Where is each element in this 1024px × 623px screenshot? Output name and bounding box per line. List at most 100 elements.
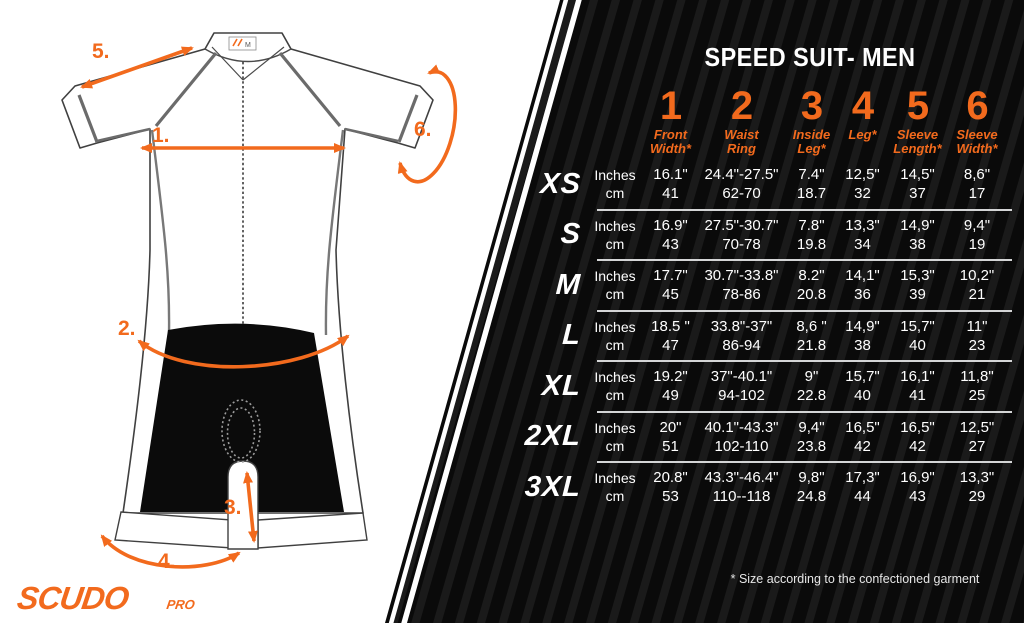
cm-value: 78-86 [722,286,761,304]
shorts-panel [140,323,344,512]
measurement-cell-sleeve-length: 14,5" 37 [891,165,944,203]
column-number: 2 [730,84,753,128]
cm-value: 102-110 [714,437,769,455]
arrow-label-5: 5. [92,40,110,63]
cm-unit-label: cm [605,437,625,454]
measurement-cell-waist-ring: 40.1"-43.3" 102-110 [694,418,789,456]
brand-name: SCUDO [15,580,132,616]
measurement-cell-sleeve-length: 15,3" 39 [891,266,944,304]
pad-outline-inner [226,407,256,459]
table-row: L Inches cm 18.5 " 47 33.8"-37" 86-94 8,… [518,311,1012,362]
inches-value: 11" [966,317,988,335]
cm-value: 86-94 [722,336,761,354]
inches-value: 9,8" [798,469,825,487]
measurement-cell-front-width: 18.5 " 47 [647,317,694,355]
inches-value: 37"-40.1" [710,368,773,386]
measurement-cell-leg: 13,3" 34 [834,216,891,254]
measurement-cell-sleeve-width: 8,6" 17 [944,165,1010,203]
inches-value: 12,5" [845,166,880,184]
inches-value: 24.4"-27.5" [704,166,779,184]
panel-polygon [385,0,1024,623]
size-label: 3XL [524,470,582,503]
arrow-label-4: 4. [158,550,176,573]
cm-value: 23.8 [796,437,827,455]
measurement-cell-waist-ring: 30.7"-33.8" 78-86 [694,266,789,304]
cm-value: 40 [854,387,871,405]
raglan-seams [154,51,342,128]
measurement-cell-waist-ring: 43.3"-46.4" 110--118 [694,468,789,506]
size-table: XS Inches cm 16.1" 41 24.4"-27.5" 62-70 … [518,159,1012,513]
cm-value: 41 [909,387,926,405]
inches-unit-label: Inches [594,318,636,335]
inches-value: 14,9" [845,317,880,335]
inches-value: 18.5 " [651,317,690,335]
inches-value: 13,3" [959,469,995,487]
column-label: Sleeve Width* [956,127,998,156]
cm-value: 94-102 [718,387,765,405]
column-label: Leg* [848,127,877,142]
cm-value: 43 [662,235,679,253]
cm-value: 42 [854,437,871,455]
arrow-label-3: 3. [224,496,242,519]
right-hem-band [257,512,368,549]
measurement-cell-waist-ring: 37"-40.1" 94-102 [694,367,789,405]
tag-size-label: M [245,42,251,49]
inches-value: 27.5"-30.7" [704,216,779,234]
measurement-cell-sleeve-width: 9,4" 19 [944,216,1010,254]
cm-value: 18.7 [796,185,827,203]
edge-stripe-1 [388,0,569,623]
column-header-3: 3 Inside Leg* [789,86,834,155]
measurement-cell-front-width: 17.7" 45 [647,266,694,304]
column-label: Front Width* [649,127,692,156]
cm-value: 32 [854,185,871,203]
unit-labels: Inches cm [583,267,647,303]
inches-value: 13,3" [845,216,880,234]
measurement-cell-sleeve-width: 11,8" 25 [944,367,1010,405]
inches-value: 20.8" [653,469,688,487]
column-number: 3 [800,84,823,128]
side-seams [150,129,345,336]
cm-value: 42 [909,437,926,455]
measurement-cell-leg: 17,3" 44 [834,468,891,506]
unit-labels: Inches cm [583,368,647,404]
inches-value: 12,5" [959,418,995,436]
cm-value: 24.8 [796,488,827,506]
inches-unit-label: Inches [594,167,636,184]
inches-unit-label: Inches [594,217,636,234]
size-label: XS [539,167,582,200]
left-hem-band [114,511,233,549]
column-header-5: 5 Sleeve Length* [891,86,944,155]
column-label: Inside Leg* [792,127,831,156]
measurement-cell-leg: 16,5" 42 [834,418,891,456]
inches-value: 9,4" [798,418,825,436]
column-header-2: 2 Waist Ring [694,86,789,155]
column-header-4: 4 Leg* [834,86,891,155]
cm-value: 40 [909,336,926,354]
unit-labels: Inches cm [583,469,647,505]
measurement-cell-sleeve-width: 10,2" 21 [944,266,1010,304]
measurement-cell-sleeve-length: 16,1" 41 [891,367,944,405]
measurement-cell-sleeve-width: 12,5" 27 [944,418,1010,456]
size-label: S [559,218,582,251]
table-row: XL Inches cm 19.2" 49 37"-40.1" 94-102 9… [518,361,1012,412]
measurement-cell-sleeve-length: 16,9" 43 [891,468,944,506]
cm-value: 38 [909,235,926,253]
cm-unit-label: cm [605,488,625,505]
table-row: S Inches cm 16.9" 43 27.5"-30.7" 70-78 7… [518,210,1012,261]
inches-value: 9,4" [963,216,991,234]
column-number: 4 [851,84,874,128]
measurement-cell-leg: 14,1" 36 [834,266,891,304]
unit-labels: Inches cm [583,217,647,253]
cm-value: 20.8 [796,286,827,304]
inches-value: 40.1"-43.3" [704,418,779,436]
brand-suffix: PRO [166,597,196,612]
column-number: 5 [906,84,929,128]
inches-value: 43.3"-46.4" [704,469,779,487]
unit-labels: Inches cm [583,166,647,202]
pad-outline-outer [221,399,261,463]
arrow-label-6: 6. [414,118,432,141]
cm-value: 25 [968,387,986,405]
measurement-cell-inside-leg: 7.8" 19.8 [789,216,834,254]
table-row: XS Inches cm 16.1" 41 24.4"-27.5" 62-70 … [518,159,1012,210]
